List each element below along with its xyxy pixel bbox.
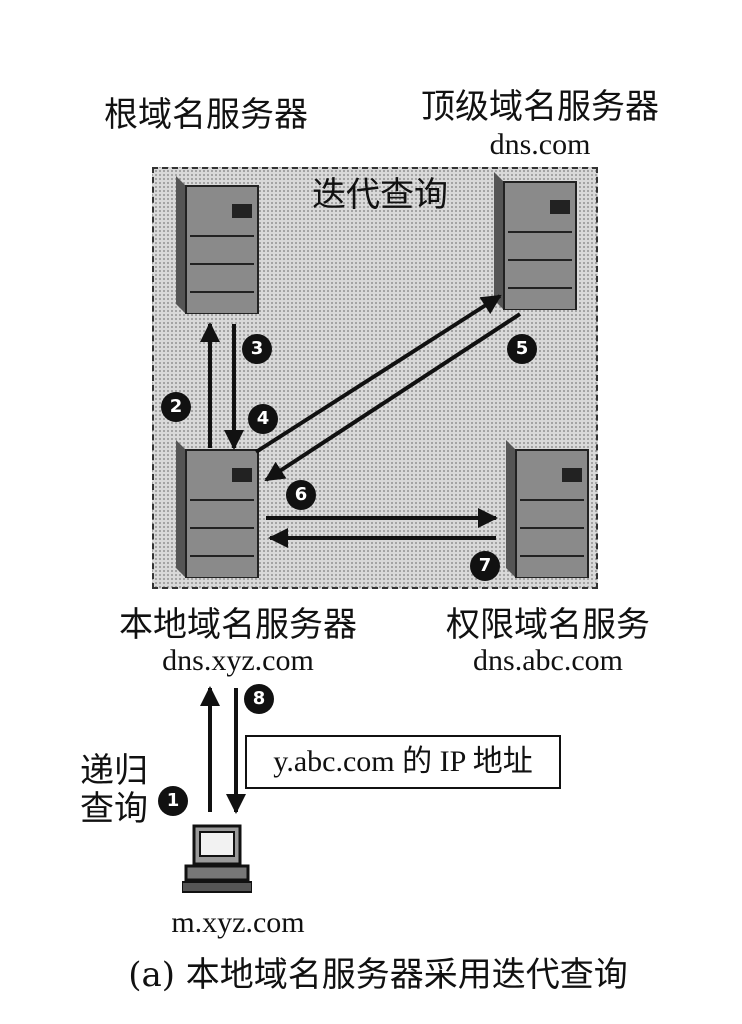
tld-server-host: dns.com (489, 128, 591, 161)
step-badge-1: 1 (158, 786, 188, 816)
root-server-label: 根域名服务器 (104, 95, 308, 135)
arrow-step-4 (254, 294, 502, 454)
iterative-query-label: 迭代查询 (312, 175, 448, 215)
ip-result-box: y.abc.com 的 IP 地址 (245, 735, 561, 789)
client-host: m.xyz.com (171, 906, 305, 939)
tld-server-icon (494, 172, 577, 310)
recursive-query-label-line2: 查询 (80, 789, 148, 829)
authoritative-server-host: dns.abc.com (473, 644, 623, 677)
arrow-step-5 (264, 312, 522, 482)
authoritative-server-label: 权限域名服务 (446, 605, 650, 645)
client-computer-icon (182, 824, 252, 893)
local-server-host: dns.xyz.com (162, 644, 314, 677)
authoritative-server-icon (506, 440, 589, 578)
step-badge-8: 8 (244, 684, 274, 714)
step-badge-6: 6 (286, 480, 316, 510)
recursive-query-label-line1: 递归 (80, 751, 148, 791)
root-server-icon (176, 176, 259, 314)
local-server-icon (176, 440, 259, 578)
step-badge-4: 4 (248, 404, 278, 434)
step-badge-3: 3 (242, 334, 272, 364)
figure-caption: (a) 本地域名服务器采用迭代查询 (128, 955, 628, 995)
local-server-label: 本地域名服务器 (119, 605, 357, 645)
step-badge-2: 2 (161, 392, 191, 422)
step-badge-5: 5 (507, 334, 537, 364)
tld-server-label: 顶级域名服务器 (421, 87, 659, 127)
step-badge-7: 7 (470, 551, 500, 581)
